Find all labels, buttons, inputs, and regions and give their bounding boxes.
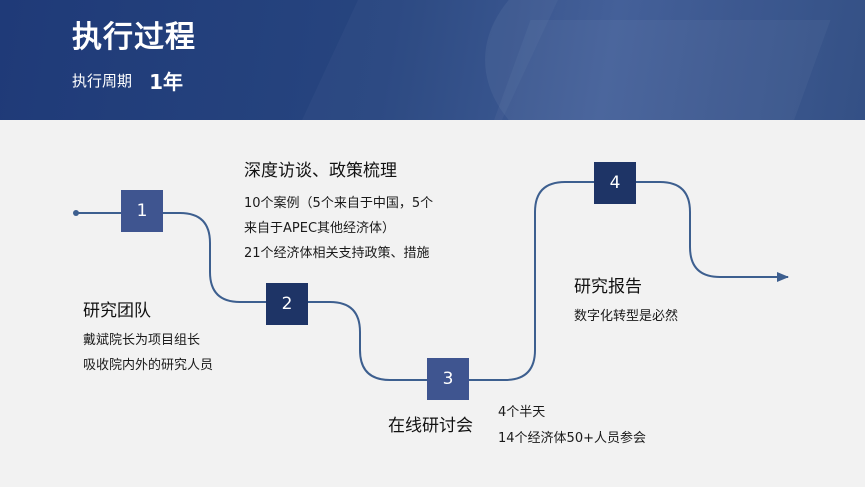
- step-1-box: 1: [121, 190, 163, 232]
- step-3-box: 3: [427, 358, 469, 400]
- step-1-heading: 研究团队: [83, 296, 151, 321]
- step-2-box: 2: [266, 283, 308, 325]
- step-4-line: 数字化转型是必然: [574, 304, 678, 329]
- step-2-line: 来自于APEC其他经济体）: [244, 216, 395, 241]
- step-4-box: 4: [594, 162, 636, 204]
- step-4-heading: 研究报告: [574, 272, 642, 297]
- step-2-heading: 深度访谈、政策梳理: [244, 156, 397, 181]
- step-2-line: 10个案例（5个来自于中国，5个: [244, 191, 433, 216]
- step-3-line: 14个经济体50+人员参会: [498, 426, 646, 451]
- step-2-line: 21个经济体相关支持政策、措施: [244, 241, 430, 266]
- step-3-heading: 在线研讨会: [388, 411, 473, 436]
- step-1-line: 吸收院内外的研究人员: [83, 353, 213, 378]
- step-3-line: 4个半天: [498, 400, 545, 425]
- step-1-line: 戴斌院长为项目组长: [83, 328, 200, 353]
